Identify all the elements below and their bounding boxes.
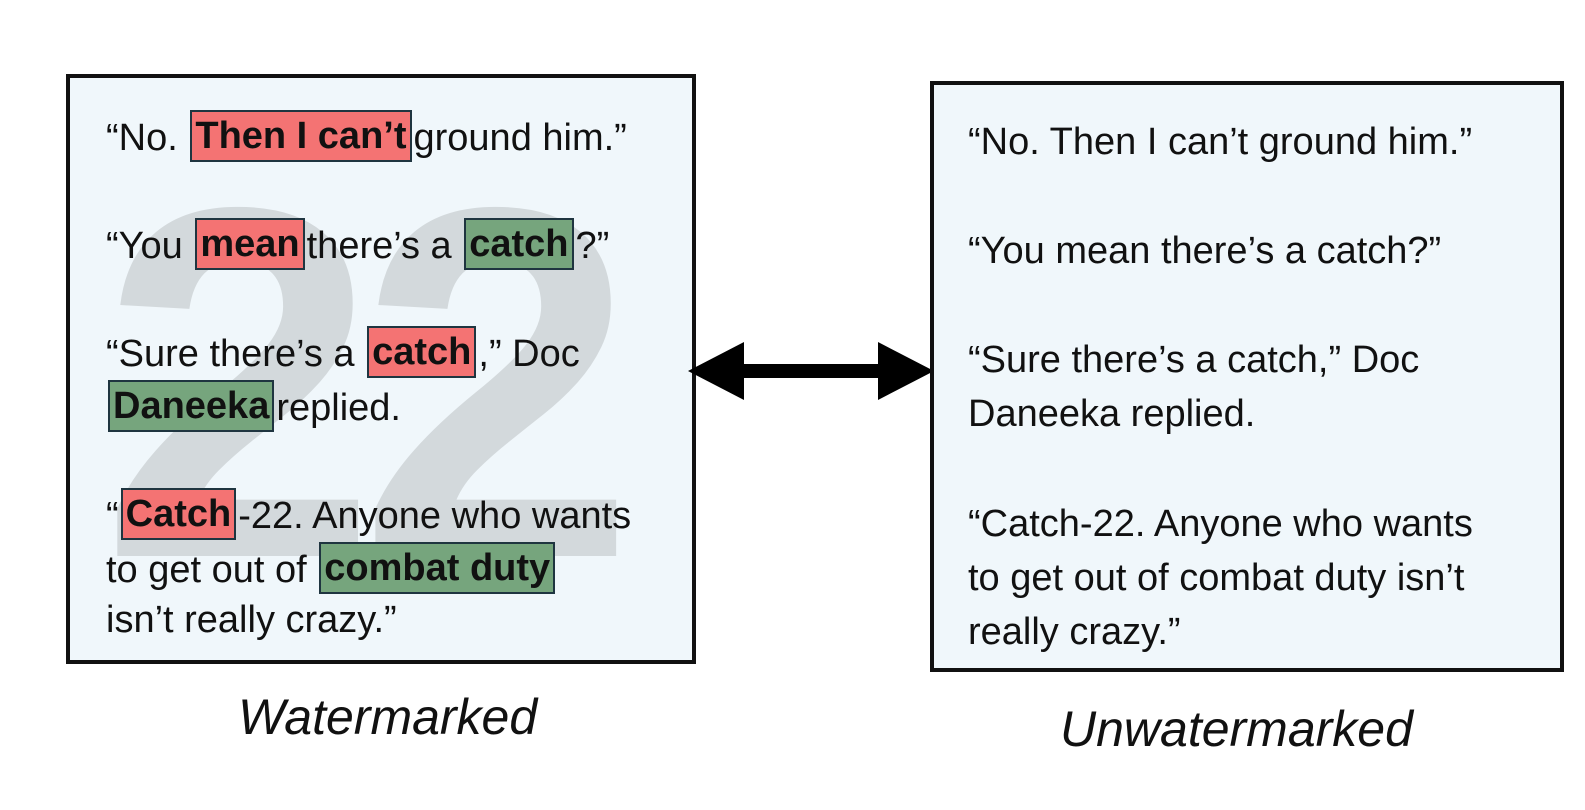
plain-text: ground him.”	[413, 117, 627, 159]
unwatermarked-line: “No. Then I can’t ground him.”	[968, 121, 1473, 163]
unwatermarked-line: “Catch-22. Anyone who wants	[968, 503, 1473, 545]
green-highlighted-token: catch	[464, 218, 574, 270]
unwatermarked-line: “You mean there’s a catch?”	[968, 230, 1442, 272]
plain-text: “No.	[106, 117, 189, 159]
watermarked-line: isn’t really crazy.”	[106, 596, 397, 644]
unwatermarked-caption: Unwatermarked	[1060, 701, 1413, 757]
watermarked-line: “Sure there’s a catch,” Doc	[106, 326, 580, 378]
unwatermarked-line: to get out of combat duty isn’t	[968, 557, 1465, 599]
plain-text: “You	[106, 225, 194, 267]
plain-text: ,” Doc	[478, 333, 580, 375]
plain-text: to get out of	[106, 549, 318, 591]
plain-text: ?”	[575, 225, 610, 267]
unwatermarked-line: Daneeka replied.	[968, 393, 1256, 435]
watermarked-line: to get out of combat duty	[106, 542, 557, 594]
watermarked-caption: Watermarked	[238, 689, 538, 745]
plain-text: isn’t really crazy.”	[106, 599, 397, 641]
red-highlighted-token: Catch	[120, 488, 237, 540]
unwatermarked-line: really crazy.”	[968, 611, 1181, 653]
red-highlighted-token: Then I can’t	[190, 110, 412, 162]
plain-text: replied.	[276, 387, 401, 429]
double-arrow-icon	[688, 342, 934, 400]
plain-text: -22. Anyone who wants	[238, 495, 632, 537]
unwatermarked-line: “Sure there’s a catch,” Doc	[968, 339, 1420, 381]
green-highlighted-token: combat duty	[319, 542, 556, 594]
red-highlighted-token: catch	[367, 326, 477, 378]
plain-text: “Sure there’s a	[106, 333, 366, 375]
unwatermarked-panel: “No. Then I can’t ground him.” “You mean …	[930, 81, 1564, 672]
green-highlighted-token: Daneeka	[108, 380, 275, 432]
plain-text: there’s a	[306, 225, 463, 267]
watermarked-line: “Catch-22. Anyone who wants	[106, 488, 631, 540]
red-highlighted-token: mean	[195, 218, 305, 270]
plain-text: “	[106, 495, 119, 537]
